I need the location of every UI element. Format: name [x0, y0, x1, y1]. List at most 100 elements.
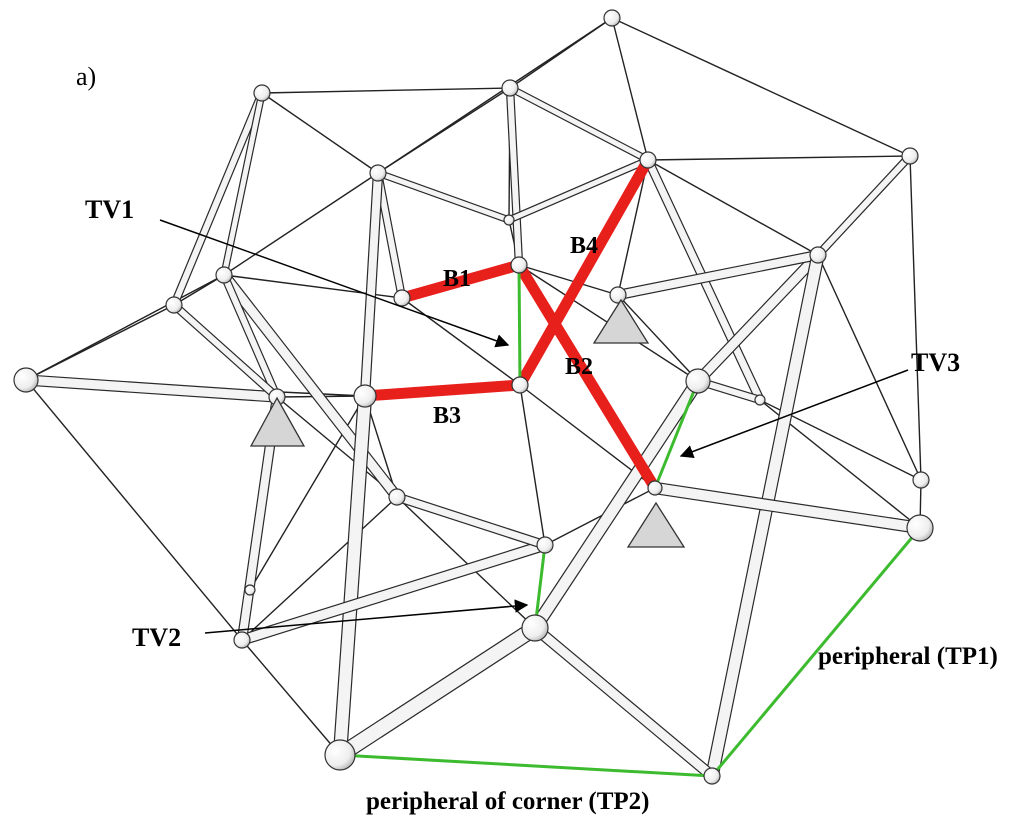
tube-member	[705, 248, 825, 783]
tube-member	[392, 492, 550, 550]
tube-member	[374, 169, 513, 224]
tube-member	[20, 374, 283, 403]
tp1-label: peripheral (TP1)	[818, 643, 998, 670]
tv3-label: TV3	[911, 348, 960, 377]
tp2-label: peripheral of corner (TP2)	[366, 788, 650, 815]
tube-member	[373, 168, 407, 303]
tube-member	[692, 249, 824, 387]
truss-node	[233, 631, 251, 649]
truss-node	[647, 480, 663, 496]
truss-node	[13, 367, 39, 393]
thin-member	[223, 172, 379, 276]
truss-node	[388, 488, 406, 506]
green-member	[710, 527, 922, 777]
b4-label: B4	[570, 233, 598, 259]
truss-node	[603, 9, 621, 27]
tv3-arrow	[679, 369, 909, 459]
thick-members	[20, 83, 927, 783]
tube-member	[505, 83, 524, 270]
support-triangle-center	[592, 298, 650, 344]
thin-member	[173, 274, 225, 306]
thin-member	[611, 17, 649, 161]
truss-node	[165, 296, 183, 314]
truss-node	[609, 286, 627, 304]
thin-member	[377, 87, 511, 174]
truss-node	[536, 536, 554, 554]
truss-node	[510, 256, 528, 274]
truss-nodes	[13, 9, 934, 785]
thin-member	[647, 155, 911, 161]
truss-node	[809, 246, 827, 264]
tube-member	[359, 167, 384, 402]
tube-member	[218, 269, 403, 503]
tube-member	[236, 539, 551, 646]
truss-node	[511, 376, 529, 394]
green-member	[339, 753, 713, 778]
tube-member	[648, 481, 927, 535]
thin-member	[241, 496, 398, 641]
tube-member	[220, 89, 266, 279]
green-member	[533, 544, 547, 629]
tube-member	[332, 388, 373, 763]
tv2-label: TV2	[132, 623, 181, 652]
truss-node	[215, 266, 233, 284]
tube-member	[331, 619, 544, 764]
thin-member	[611, 17, 911, 157]
support-triangle-left	[249, 396, 306, 447]
red-member	[513, 259, 661, 494]
truss-node	[353, 384, 377, 408]
truss-node	[901, 147, 919, 165]
red-member	[514, 154, 654, 391]
red-member	[359, 379, 526, 402]
thin-member	[544, 487, 656, 546]
tube-member	[169, 300, 282, 402]
tube-member	[506, 84, 652, 164]
supports	[249, 298, 686, 548]
tube-member	[169, 88, 267, 310]
tube-member	[813, 151, 915, 260]
truss-node	[639, 151, 657, 169]
tube-member	[528, 374, 705, 635]
thin-member	[909, 155, 922, 481]
tv1-arrow	[159, 219, 510, 348]
green-member	[653, 380, 700, 489]
thin-member	[617, 159, 649, 296]
truss-node	[503, 214, 515, 226]
truss-node	[393, 289, 411, 307]
tube-member	[505, 156, 652, 224]
annotation-arrows	[159, 219, 909, 634]
truss-node	[521, 614, 549, 642]
thin-member	[401, 297, 521, 386]
thin-member	[519, 384, 546, 546]
tube-member	[612, 249, 824, 301]
thin-member	[261, 87, 511, 94]
b3-label: B3	[433, 403, 461, 429]
tube-member	[529, 622, 718, 782]
tube-member	[219, 270, 282, 402]
thin-member	[261, 92, 379, 174]
green-member	[517, 264, 522, 386]
support-triangle-right	[626, 501, 686, 548]
b1-label: B1	[443, 266, 471, 292]
red-member	[396, 259, 525, 304]
tv2-arrow	[204, 599, 529, 634]
truss-node	[685, 368, 711, 394]
truss-node	[703, 767, 721, 785]
thin-member	[647, 159, 819, 256]
thin-member	[617, 294, 699, 382]
b2-label: B2	[565, 354, 593, 380]
truss-node	[253, 84, 271, 102]
truss-node	[369, 164, 387, 182]
truss-node	[244, 584, 256, 596]
tv1-label: TV1	[85, 195, 134, 224]
thin-member	[241, 639, 341, 756]
thin-member	[25, 379, 243, 641]
thin-member	[817, 254, 922, 481]
truss-node	[912, 471, 930, 489]
truss-node	[754, 394, 766, 406]
truss-node	[501, 79, 519, 97]
thin-member	[518, 264, 619, 296]
panel-label: a)	[76, 62, 96, 91]
red-members	[359, 154, 661, 494]
